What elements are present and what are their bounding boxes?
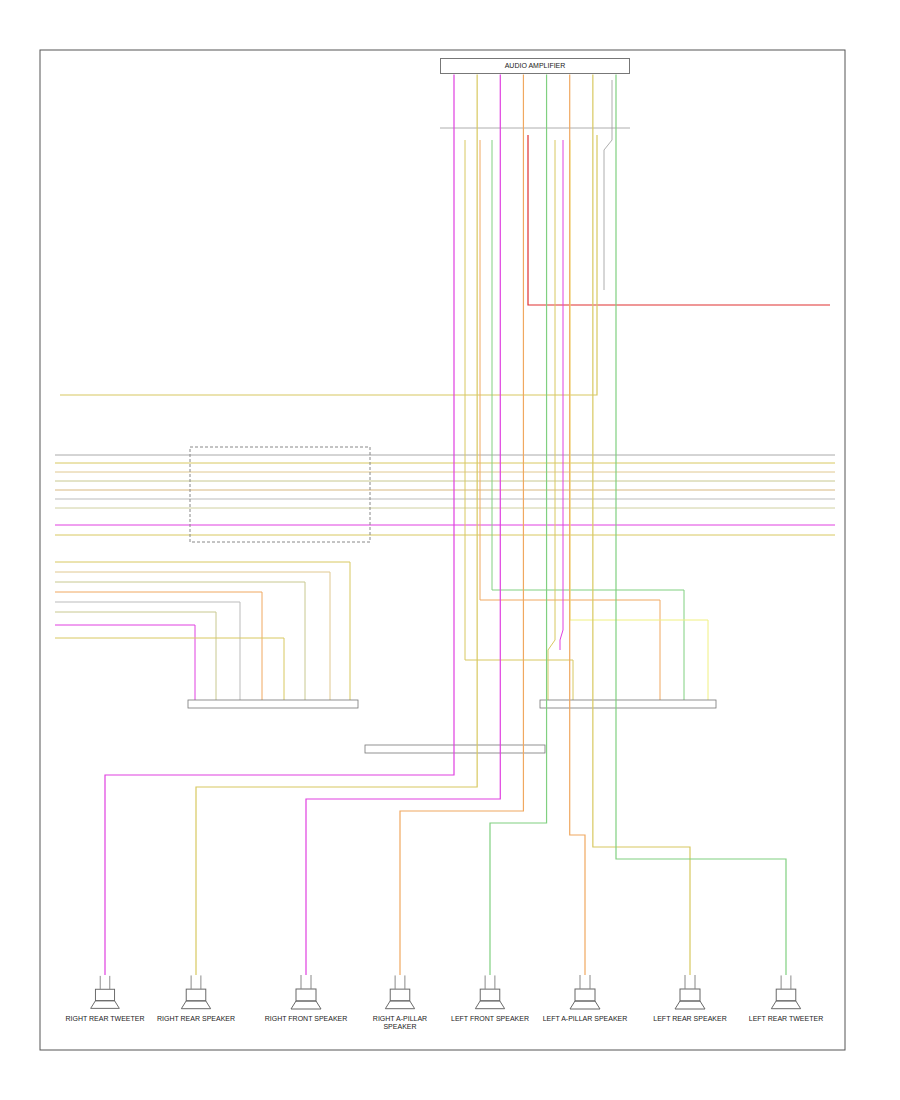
left-door-harness [55, 562, 350, 700]
speaker-label: RIGHT FRONT SPEAKER [260, 1015, 352, 1023]
speaker-wire [105, 74, 454, 975]
power-wire [60, 80, 830, 395]
speaker-wire [616, 74, 786, 975]
speaker-label: LEFT REAR SPEAKER [644, 1015, 736, 1023]
speaker-label: RIGHT REAR TWEETER [62, 1015, 148, 1023]
speaker-wire [196, 74, 477, 975]
speaker-label: LEFT FRONT SPEAKER [446, 1015, 534, 1023]
speaker-symbol: LEFT FRONT SPEAKER [444, 975, 536, 1025]
amplifier-pins [440, 128, 630, 129]
speaker-icon [356, 975, 444, 1015]
speaker-symbol: RIGHT REAR TWEETER [60, 975, 150, 1025]
module-name: AUDIO AMPLIFIER [447, 62, 623, 70]
speaker-label: LEFT A-PILLAR SPEAKER [540, 1015, 630, 1023]
inline-connectors [188, 700, 716, 753]
harness-lines [55, 447, 835, 542]
speaker-wire [593, 74, 690, 975]
speaker-symbol: RIGHT FRONT SPEAKER [258, 975, 354, 1025]
speaker-symbol: RIGHT A-PILLAR SPEAKER [354, 975, 446, 1034]
speaker-icon [260, 975, 352, 1015]
speaker-symbol: LEFT A-PILLAR SPEAKER [538, 975, 632, 1025]
speaker-label: RIGHT A-PILLAR SPEAKER [356, 1015, 444, 1032]
speaker-symbol: LEFT REAR TWEETER [740, 975, 832, 1025]
speaker-symbol: RIGHT REAR SPEAKER [150, 975, 242, 1025]
speaker-icon [742, 975, 830, 1015]
speaker-icon [62, 975, 148, 1015]
frame [40, 50, 845, 1050]
speaker-wire [490, 74, 547, 975]
speaker-icon [540, 975, 630, 1015]
amplifier-box: AUDIO AMPLIFIER [440, 58, 630, 74]
speaker-symbol: LEFT REAR SPEAKER [642, 975, 738, 1025]
speaker-icon [152, 975, 240, 1015]
speaker-label: LEFT REAR TWEETER [742, 1015, 830, 1023]
speaker-wire [306, 74, 500, 975]
speaker-wire [570, 74, 585, 975]
speaker-icon [644, 975, 736, 1015]
right-door-harness [465, 140, 708, 700]
speaker-label: RIGHT REAR SPEAKER [152, 1015, 240, 1023]
speaker-wire [400, 74, 523, 975]
speaker-icon [446, 975, 534, 1015]
